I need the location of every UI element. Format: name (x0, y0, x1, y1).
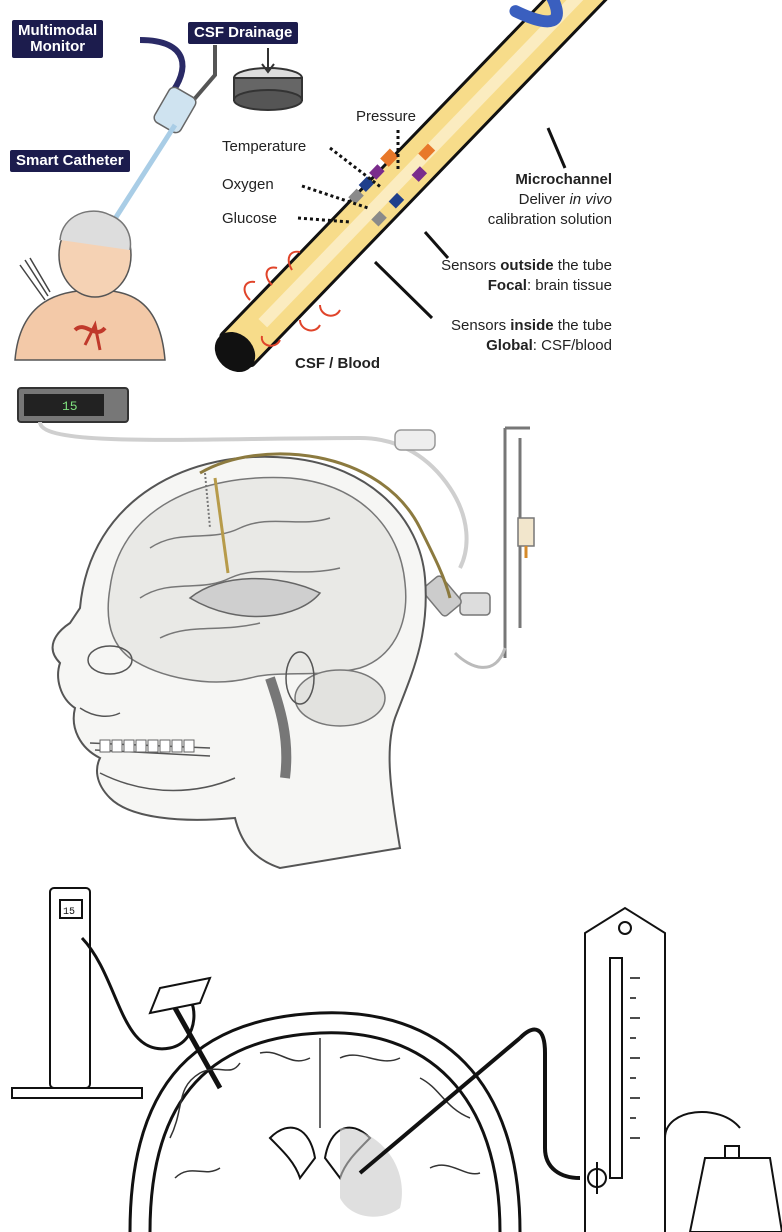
skull-coronal (130, 1013, 520, 1232)
sensors-inside-label: Sensors inside the tube Global: CSF/bloo… (451, 316, 612, 356)
inside-line1c: the tube (554, 317, 612, 334)
smart-catheter-diagram: Multimodal Monitor CSF Drainage Smart Ca… (0, 0, 782, 378)
left-ventricle (270, 1128, 315, 1178)
stopcock-icon (421, 574, 490, 617)
multimodal-monitor-label: Multimodal Monitor (12, 20, 103, 58)
temperature-label: Temperature (222, 138, 306, 155)
iv-drip-stand-icon (505, 428, 534, 658)
outside-line1b: outside (500, 257, 553, 274)
intracranial-bolt-icon (150, 978, 220, 1088)
smart-catheter-illustration (0, 0, 782, 378)
csf-drainage-label: CSF Drainage (188, 22, 298, 44)
microchannel-title: Microchannel (515, 171, 612, 188)
brain-monitoring-illustration: 15 (0, 378, 782, 878)
outside-line2a: Focal (488, 277, 527, 294)
bedside-monitor-icon (12, 888, 142, 1098)
inside-line2b: : CSF/blood (533, 337, 612, 354)
smart-catheter-label: Smart Catheter (10, 150, 130, 172)
patient-icon (15, 211, 165, 360)
ventricular-drainage-diagram: 15 (0, 878, 782, 1232)
csf-blood-label: CSF / Blood (295, 355, 380, 372)
inside-line1b: inside (510, 317, 553, 334)
microchannel-line3: calibration solution (488, 210, 612, 230)
microchannel-line2a: Deliver (519, 191, 570, 208)
oxygen-label: Oxygen (222, 176, 274, 193)
inside-line1a: Sensors (451, 317, 510, 334)
outside-line1a: Sensors (441, 257, 500, 274)
cable-connector-icon (395, 430, 435, 450)
device-display-readout: 15 (63, 907, 75, 918)
multimodal-monitor-line2: Monitor (18, 39, 97, 55)
inside-line2a: Global (486, 337, 533, 354)
drainage-container-icon (234, 48, 302, 110)
monitor-display-readout: 15 (62, 399, 78, 414)
microchannel-label: Microchannel Deliver in vivo calibration… (488, 170, 612, 230)
collection-bag-icon (665, 1112, 782, 1232)
glucose-label: Glucose (222, 210, 277, 227)
microchannel-line2b: in vivo (569, 191, 612, 208)
pressure-label: Pressure (356, 108, 416, 125)
multimodal-monitor-line1: Multimodal (18, 23, 97, 39)
outside-line2b: : brain tissue (527, 277, 612, 294)
outside-line1c: the tube (554, 257, 612, 274)
head-sagittal-illustration: 15 (0, 378, 782, 878)
sensors-outside-label: Sensors outside the tube Focal: brain ti… (441, 256, 612, 296)
tissue-shading (340, 1128, 402, 1217)
coronal-brain-illustration: 15 (0, 878, 782, 1232)
